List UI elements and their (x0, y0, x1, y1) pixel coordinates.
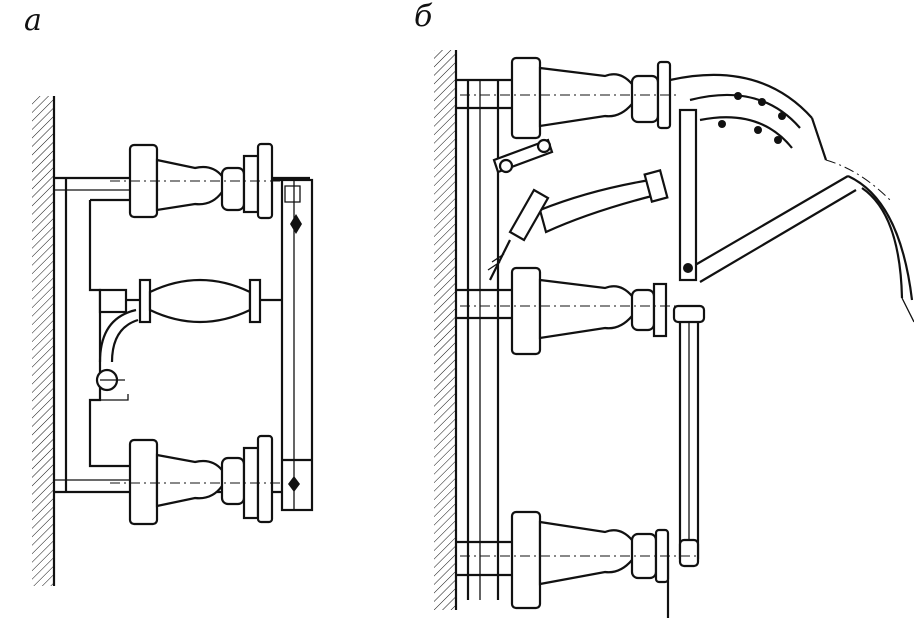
insulator-middle-a (95, 278, 282, 392)
insulator-bottom-b (460, 510, 700, 610)
vertical-rod-b (666, 304, 706, 618)
knife-blade-a (280, 178, 314, 512)
knife-blade-open-b (689, 175, 914, 323)
insulator-top-a (110, 142, 300, 220)
panel-a-drawing (32, 96, 314, 586)
insulator-drive-b (487, 138, 669, 281)
frame-b (456, 78, 520, 600)
wall-b (434, 50, 458, 610)
panel-label-a: а (24, 3, 42, 38)
insulator-bottom-a (110, 434, 300, 526)
insulator-top-b (460, 56, 680, 140)
contact-arc-b (669, 73, 891, 201)
insulator-middle-b (460, 266, 700, 356)
wall-a (32, 96, 56, 586)
panel-label-b: б (414, 0, 433, 34)
vertical-post-b (678, 108, 698, 282)
panel-b-drawing (434, 50, 914, 618)
